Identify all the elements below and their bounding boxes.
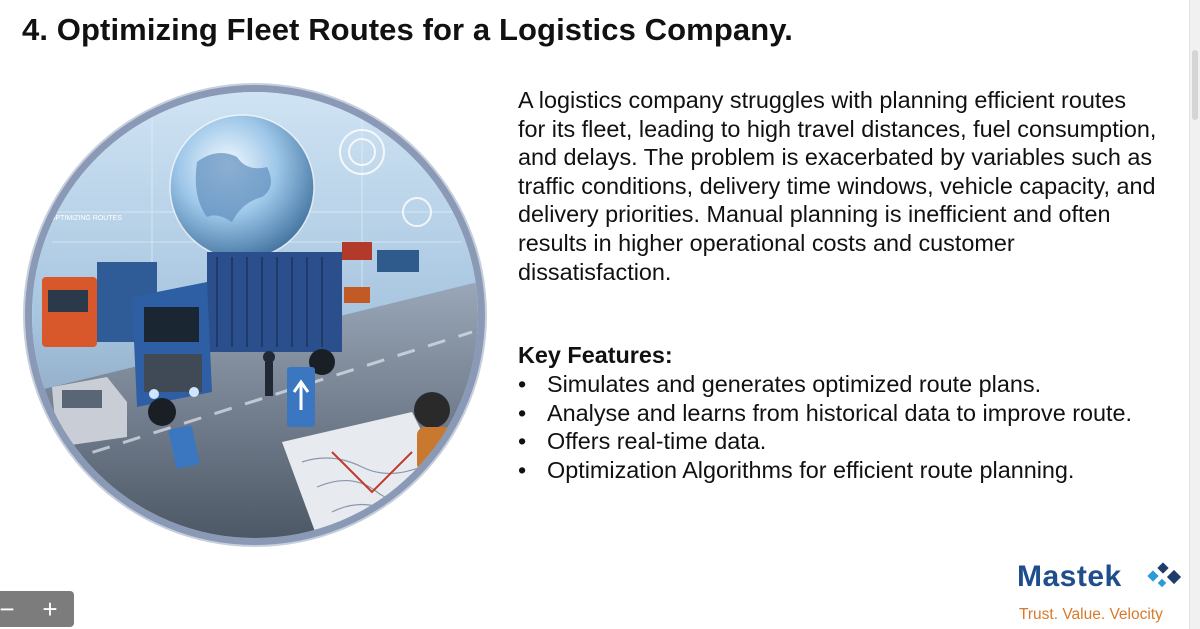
list-item: • Analyse and learns from historical dat… [518, 399, 1158, 428]
features-list: • Simulates and generates optimized rout… [518, 370, 1158, 484]
zoom-in-button[interactable]: + [42, 594, 58, 624]
list-item: • Offers real-time data. [518, 427, 1158, 456]
zoom-out-button[interactable]: − [0, 594, 15, 624]
list-item: • Optimization Algorithms for efficient … [518, 456, 1158, 485]
slide-title: 4. Optimizing Fleet Routes for a Logisti… [22, 12, 794, 47]
feature-text: Optimization Algorithms for efficient ro… [547, 456, 1075, 483]
vertical-scrollbar[interactable] [1189, 0, 1200, 629]
bullet-icon: • [518, 456, 527, 483]
zoom-control: − + [0, 591, 74, 627]
intro-paragraph: A logistics company struggles with plann… [518, 87, 1157, 285]
bullet-icon: • [518, 399, 527, 426]
logo-tagline: Trust. Value. Velocity [1019, 606, 1163, 623]
logo-wordmark: Mastek [1017, 560, 1122, 593]
bullet-icon: • [518, 371, 527, 397]
list-item: • Simulates and generates optimized rout… [518, 370, 1158, 399]
logistics-illustration: OPTIMIZING ROUTES [32, 92, 478, 538]
illustration-overlay-label: OPTIMIZING ROUTES [50, 215, 122, 222]
feature-text: Analyse and learns from historical data … [547, 399, 1133, 426]
scrollbar-thumb[interactable] [1192, 50, 1198, 120]
features-heading: Key Features: [518, 342, 673, 368]
mastek-logo: Mastek Trust. Value. Velocity [1017, 560, 1187, 626]
feature-text: Simulates and generates optimized route … [547, 371, 1042, 397]
feature-text: Offers real-time data. [547, 428, 767, 455]
bullet-icon: • [518, 428, 527, 455]
logo-mark-icon [1147, 562, 1182, 588]
